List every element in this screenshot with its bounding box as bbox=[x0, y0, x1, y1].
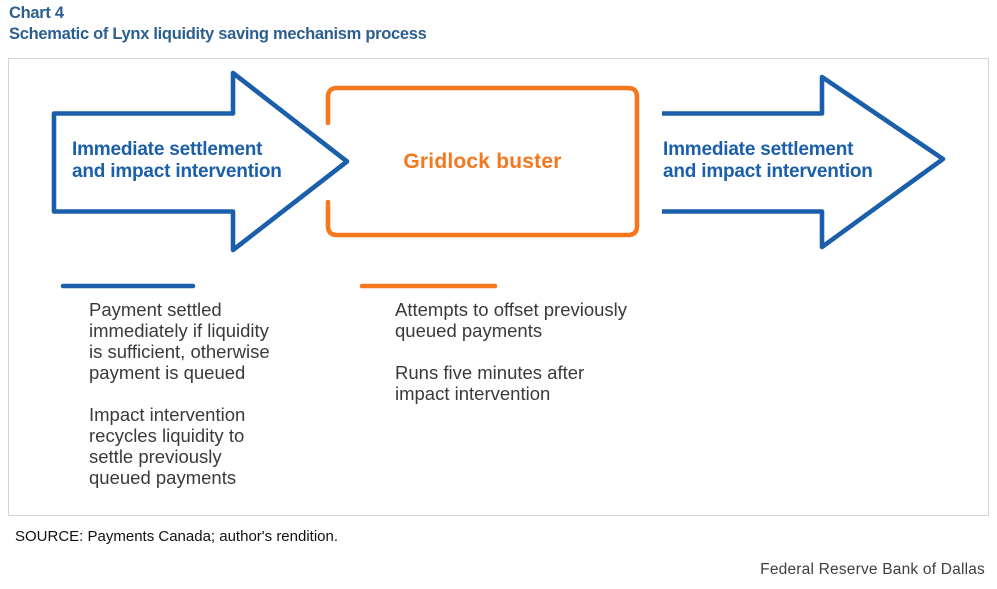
step2-notes: Attempts to offset previously queued pay… bbox=[395, 299, 665, 404]
step2-note-2: Runs five minutes after impact intervent… bbox=[395, 362, 585, 404]
step1-notes: Payment settled immediately if liquidity… bbox=[89, 299, 319, 488]
step2-note-1: Attempts to offset previously queued pay… bbox=[395, 299, 628, 341]
step1-arrow-label: Immediate settlement and impact interven… bbox=[72, 139, 282, 182]
gridlock-box-shape bbox=[325, 85, 640, 238]
chart-title: Schematic of Lynx liquidity saving mecha… bbox=[9, 25, 427, 43]
step3-arrow-label: Immediate settlement and impact interven… bbox=[663, 139, 873, 182]
right-arrow-shape bbox=[662, 74, 946, 250]
left-arrow-shape bbox=[51, 70, 350, 253]
publisher-credit: Federal Reserve Bank of Dallas bbox=[760, 561, 985, 578]
step1-note-2: Impact intervention recycles liquidity t… bbox=[89, 404, 246, 488]
step1-note-1: Payment settled immediately if liquidity… bbox=[89, 299, 270, 383]
step2-box-label: Gridlock buster bbox=[403, 150, 562, 173]
source-note: SOURCE: Payments Canada; author's rendit… bbox=[15, 528, 339, 545]
chart-number: Chart 4 bbox=[9, 4, 64, 22]
